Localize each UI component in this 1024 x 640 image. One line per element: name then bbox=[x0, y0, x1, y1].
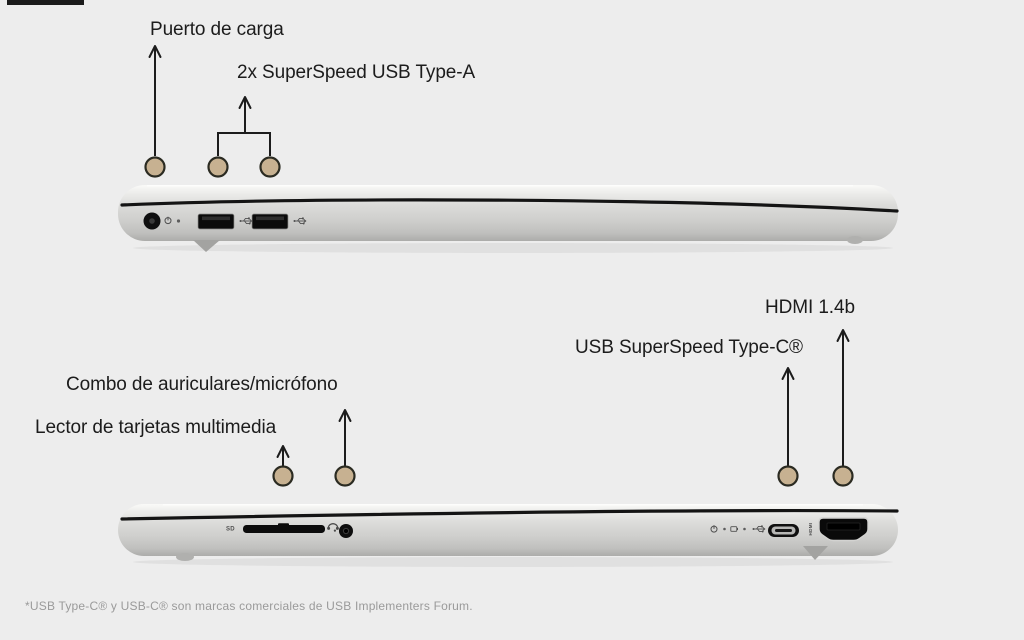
up-arrow-icon bbox=[276, 445, 290, 458]
rubber-foot-right bbox=[847, 236, 863, 244]
callout-usb-a-connector bbox=[207, 96, 281, 178]
label-card-reader: Lector de tarjetas multimedia bbox=[35, 417, 277, 438]
sd-card-slot bbox=[243, 525, 325, 533]
callout-dot-usb-a-1 bbox=[207, 156, 229, 178]
callout-dot-card-reader bbox=[272, 465, 294, 487]
label-headset-combo: Combo de auriculares/micrófono bbox=[66, 374, 338, 395]
sd-card-icon: SD bbox=[226, 527, 235, 533]
hdmi-port-slot bbox=[826, 522, 861, 531]
laptop-right-side-view: SD HDMI bbox=[118, 504, 899, 567]
usb-a-port-1-tongue bbox=[202, 216, 230, 221]
up-arrow-icon bbox=[148, 45, 162, 58]
sd-card-slot-notch bbox=[278, 523, 289, 526]
usb-a-port-2 bbox=[251, 213, 289, 230]
label-charge-port: Puerto de carga bbox=[150, 19, 284, 40]
usb-c-port-slot bbox=[775, 529, 792, 532]
up-arrow-icon bbox=[836, 329, 850, 342]
laptop-shadow bbox=[133, 557, 893, 567]
chassis bbox=[118, 185, 898, 241]
led-dot-icon bbox=[176, 219, 181, 223]
rubber-foot-left bbox=[176, 553, 194, 561]
laptop-shadow bbox=[133, 243, 893, 253]
trademark-footnote: *USB Type-C® y USB-C® son marcas comerci… bbox=[25, 599, 473, 613]
callout-headset-connector bbox=[334, 409, 356, 487]
top-left-crop-mark bbox=[7, 0, 84, 5]
lid-gap-line bbox=[120, 508, 899, 521]
callout-charge-port-connector bbox=[144, 45, 166, 178]
callout-dot-usb-c bbox=[777, 465, 799, 487]
led-dot-icon bbox=[743, 527, 746, 531]
hdmi-marking: HDMI bbox=[808, 523, 813, 536]
lid-gap-line bbox=[120, 198, 899, 213]
callout-usb-c-connector bbox=[777, 367, 799, 487]
label-hdmi: HDMI 1.4b bbox=[765, 297, 855, 318]
callout-dot-headset bbox=[334, 465, 356, 487]
label-usb-c: USB SuperSpeed Type-C® bbox=[575, 337, 803, 358]
led-dot-icon bbox=[723, 527, 726, 531]
up-arrow-icon bbox=[338, 409, 352, 422]
usb-a-port-2-tongue bbox=[256, 216, 284, 221]
callout-dot-usb-a-2 bbox=[259, 156, 281, 178]
label-usb-a: 2x SuperSpeed USB Type-A bbox=[237, 62, 476, 83]
callout-hdmi-connector bbox=[832, 329, 854, 487]
laptop-left-side-view bbox=[118, 185, 899, 253]
callout-dot-hdmi bbox=[832, 465, 854, 487]
callout-dot-charge-port bbox=[144, 156, 166, 178]
callout-card-reader-connector bbox=[272, 445, 294, 487]
audio-jack-hole bbox=[342, 527, 350, 535]
rubber-foot bbox=[803, 546, 828, 560]
usb-a-port-1 bbox=[197, 213, 235, 230]
rubber-foot bbox=[193, 240, 220, 252]
dc-power-jack-pin bbox=[149, 218, 155, 224]
up-arrow-icon bbox=[238, 96, 252, 109]
up-arrow-icon bbox=[781, 367, 795, 380]
